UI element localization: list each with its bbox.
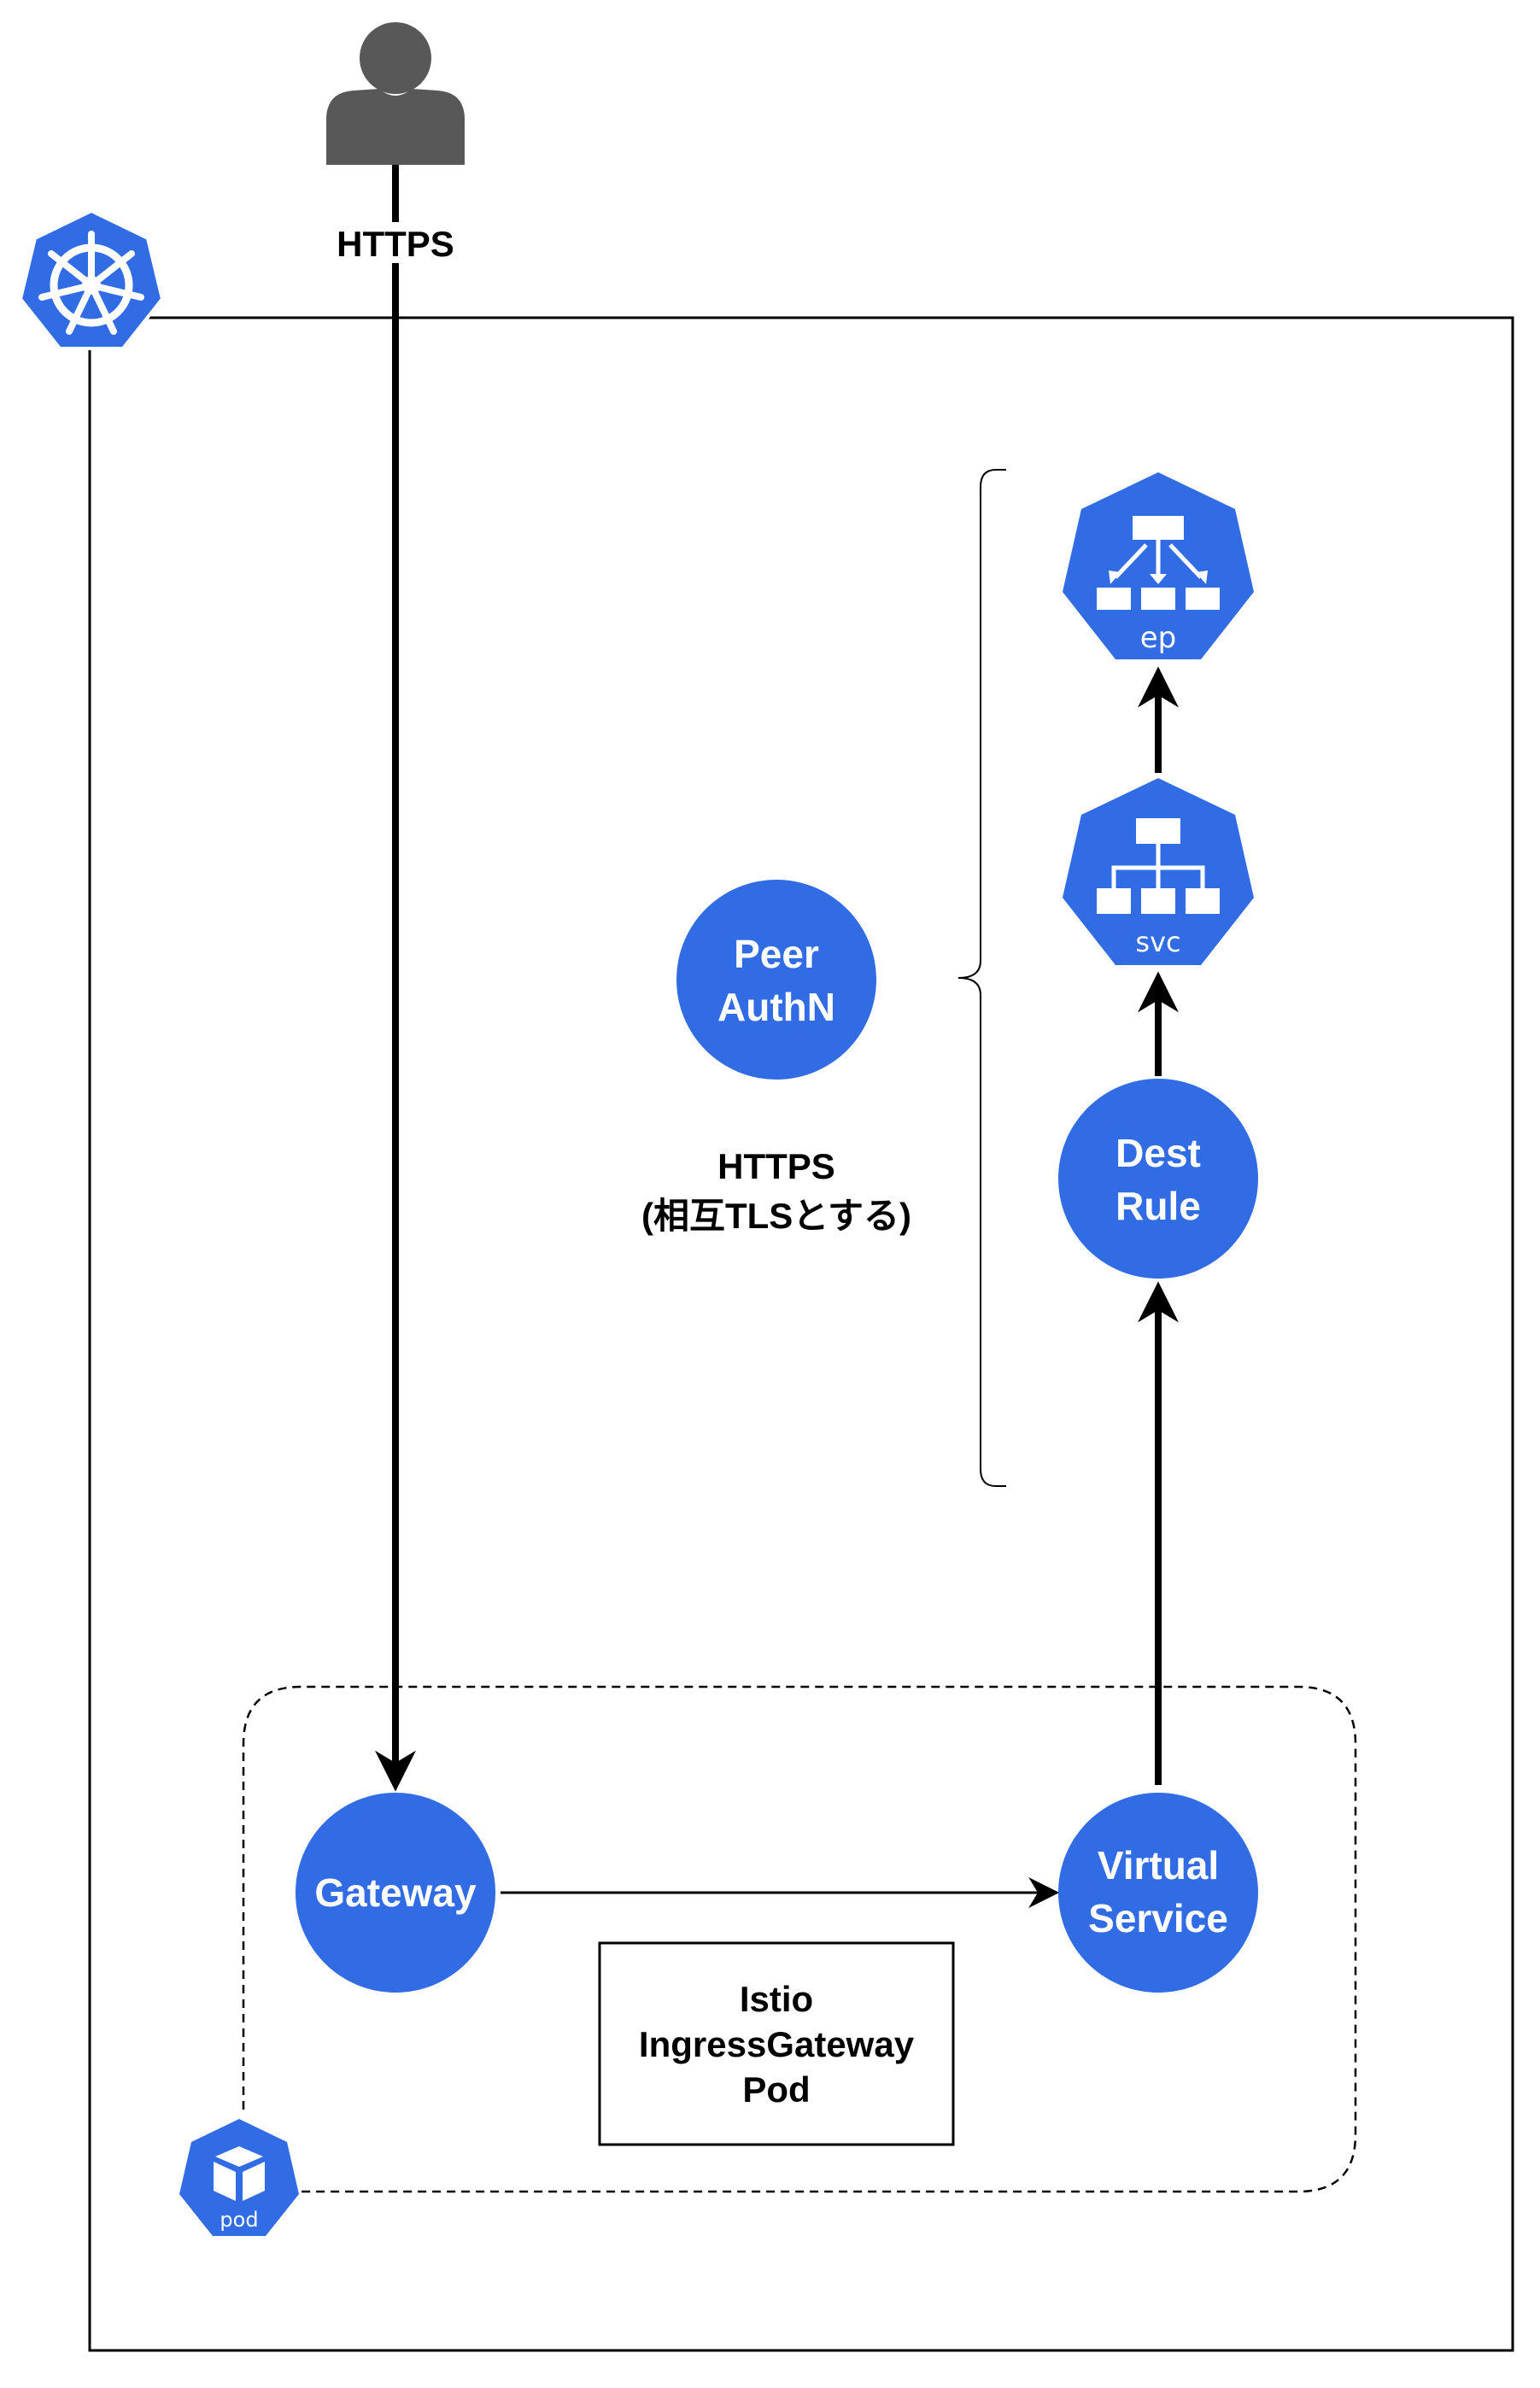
user-https-label: HTTPS xyxy=(337,224,454,264)
dest-rule-line2: Rule xyxy=(1115,1184,1201,1228)
peer-authn-line1: Peer xyxy=(734,932,819,976)
gateway-label: Gateway xyxy=(314,1870,477,1915)
kubernetes-service-icon: svc xyxy=(1063,778,1254,965)
kubernetes-endpoint-icon: ep xyxy=(1063,472,1254,659)
mtls-label-line1: HTTPS xyxy=(717,1146,835,1186)
istio-ingressgateway-pod-box: Istio IngressGateway Pod xyxy=(598,1941,955,2146)
virtual-service-line1: Virtual xyxy=(1098,1843,1219,1888)
pod-group-dashed-border xyxy=(242,1685,1357,2193)
virtual-service-node: Virtual Service xyxy=(1058,1793,1258,1993)
person-icon xyxy=(326,22,465,165)
peer-authn-line2: AuthN xyxy=(717,985,835,1029)
pod-caption: pod xyxy=(220,2208,258,2232)
pod-box-line3: Pod xyxy=(742,2069,810,2110)
pod-box-line2: IngressGateway xyxy=(639,2024,915,2064)
kubernetes-helm-icon xyxy=(18,208,165,350)
cluster-boundary xyxy=(88,316,1514,2352)
kubernetes-pod-icon: pod xyxy=(179,2119,299,2236)
grouping-brace xyxy=(957,469,1006,1487)
pod-box-line1: Istio xyxy=(740,1979,813,2019)
dest-rule-line1: Dest xyxy=(1115,1131,1201,1175)
mtls-label-line2: (相互TLSとする) xyxy=(641,1196,911,1236)
svc-caption: svc xyxy=(1135,926,1180,958)
virtual-service-line2: Service xyxy=(1088,1896,1228,1940)
dest-rule-node: Dest Rule xyxy=(1058,1079,1258,1279)
ep-caption: ep xyxy=(1140,621,1177,655)
peer-authn-node: Peer AuthN xyxy=(676,880,876,1080)
gateway-node: Gateway xyxy=(296,1793,495,1993)
